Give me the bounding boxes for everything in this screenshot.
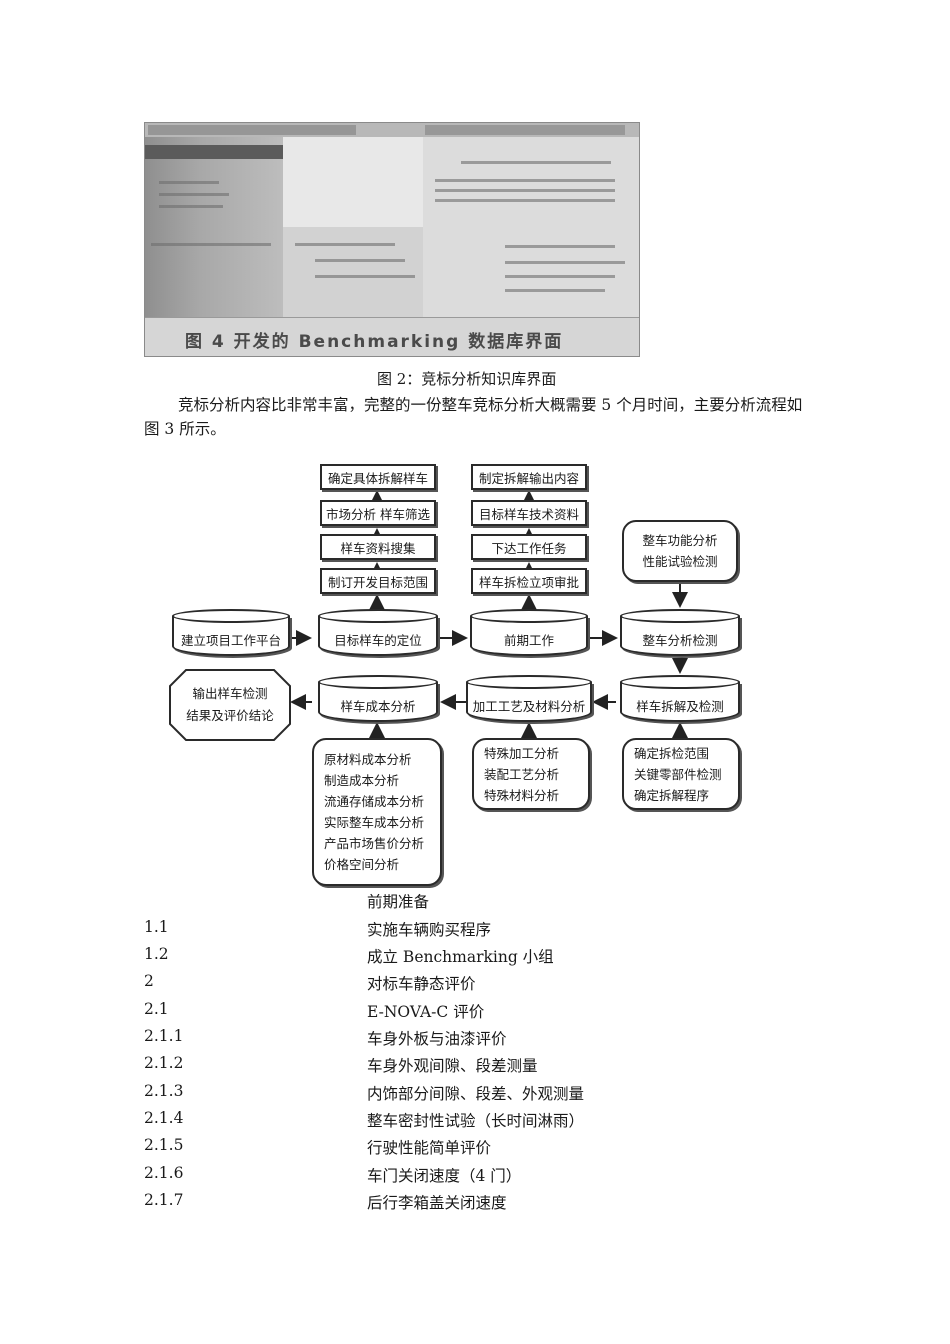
outline-number: 2.1.5 <box>144 1136 184 1154</box>
cyl-target-positioning: 目标样车的定位 <box>318 609 438 656</box>
outline-heading: 前期准备 <box>367 893 430 911</box>
outline-text: 整车密封性试验（长时间淋雨） <box>367 1112 585 1130</box>
box-process-items: 特殊加工分析 装配工艺分析 特殊材料分析 <box>472 738 590 810</box>
cyl-process-material-analysis: 加工工艺及材料分析 <box>466 675 592 722</box>
output-octagon-shape <box>169 669 291 741</box>
cost-item: 制造成本分析 <box>324 773 400 788</box>
body-paragraph: 竞标分析内容比非常丰富，完整的一份整车竞标分析大概需要 5 个月时间，主要分析流… <box>144 396 803 438</box>
outline-text: 内饰部分间隙、段差、外观测量 <box>367 1085 585 1103</box>
box-target-tech-data: 目标样车技术资料 <box>471 500 587 526</box>
outline-number: 2.1.7 <box>144 1191 184 1209</box>
outline-number: 1.1 <box>144 918 169 936</box>
box-teardown-items: 确定拆检范围 关键零部件检测 确定拆解程序 <box>622 738 740 810</box>
figure4-caption: 图 4 开发的 Benchmarking 数据库界面 <box>185 332 564 352</box>
figure2-caption: 图 2：竞标分析知识库界面 <box>377 370 557 388</box>
box-teardown-approval: 样车拆检立项审批 <box>471 568 587 594</box>
cyl-cost-analysis: 样车成本分析 <box>318 675 438 722</box>
box-assign-tasks: 下达工作任务 <box>471 534 587 560</box>
output-line-2: 结果及评价结论 <box>186 708 274 723</box>
outline-number: 2.1.1 <box>144 1027 184 1045</box>
box-dev-target-scope: 制订开发目标范围 <box>320 568 436 594</box>
outline-text: 成立 Benchmarking 小组 <box>367 948 554 966</box>
cost-item: 实际整车成本分析 <box>324 815 425 830</box>
cyl-vehicle-analysis-test: 整车分析检测 <box>620 609 740 656</box>
outline-text: 实施车辆购买程序 <box>367 921 492 939</box>
cost-item: 价格空间分析 <box>324 857 400 872</box>
outline-number: 1.2 <box>144 945 169 963</box>
box-sample-data-collection: 样车资料搜集 <box>320 534 436 560</box>
output-line-1: 输出样车检测 <box>192 686 268 701</box>
process-item: 特殊加工分析 <box>484 745 560 761</box>
outline-number: 2.1.6 <box>144 1164 184 1182</box>
teardown-item: 确定拆解程序 <box>634 787 710 803</box>
outline-text: E-NOVA-C 评价 <box>367 1003 485 1021</box>
box-teardown-output: 制定拆解输出内容 <box>471 464 587 490</box>
cost-item: 原材料成本分析 <box>324 752 412 767</box>
outline-number: 2.1.4 <box>144 1109 184 1127</box>
outline-number: 2 <box>144 972 154 990</box>
outline-text: 车身外观间隙、段差测量 <box>367 1057 538 1075</box>
process-item: 装配工艺分析 <box>484 766 560 782</box>
database-screenshot-figure: 图 4 开发的 Benchmarking 数据库界面 <box>144 122 640 357</box>
cyl-preliminary-work: 前期工作 <box>470 609 588 656</box>
performance-test-line: 性能试验检测 <box>642 554 718 569</box>
box-market-analysis: 市场分析 样车筛选 <box>320 500 436 526</box>
outline-text: 对标车静态评价 <box>367 975 476 993</box>
cost-item: 流通存储成本分析 <box>324 794 425 809</box>
box-cost-items: 原材料成本分析 制造成本分析 流通存储成本分析 实际整车成本分析 产品市场售价分… <box>312 738 442 886</box>
outline-text: 后行李箱盖关闭速度 <box>367 1194 507 1212</box>
teardown-item: 确定拆检范围 <box>634 745 710 761</box>
process-item: 特殊材料分析 <box>484 787 560 803</box>
box-vehicle-function-analysis: 整车功能分析 性能试验检测 <box>622 520 738 582</box>
outline-number: 2.1 <box>144 1000 169 1018</box>
box-output-results: 输出样车检测 结果及评价结论 <box>170 680 290 730</box>
outline-number: 2.1.3 <box>144 1082 184 1100</box>
box-determine-sample-car: 确定具体拆解样车 <box>320 464 436 490</box>
outline-number: 2.1.2 <box>144 1054 184 1072</box>
outline-text: 行驶性能简单评价 <box>367 1139 492 1157</box>
outline-text: 车身外板与油漆评价 <box>367 1030 507 1048</box>
teardown-item: 关键零部件检测 <box>634 766 722 782</box>
cost-item: 产品市场售价分析 <box>324 836 425 851</box>
function-analysis-line: 整车功能分析 <box>642 533 718 548</box>
cyl-teardown-inspection: 样车拆解及检测 <box>620 675 740 722</box>
cyl-project-platform: 建立项目工作平台 <box>172 609 290 656</box>
analysis-flowchart: 确定具体拆解样车 市场分析 样车筛选 样车资料搜集 制订开发目标范围 制定拆解输… <box>160 458 770 890</box>
outline-text: 车门关闭速度（4 门） <box>367 1167 522 1185</box>
